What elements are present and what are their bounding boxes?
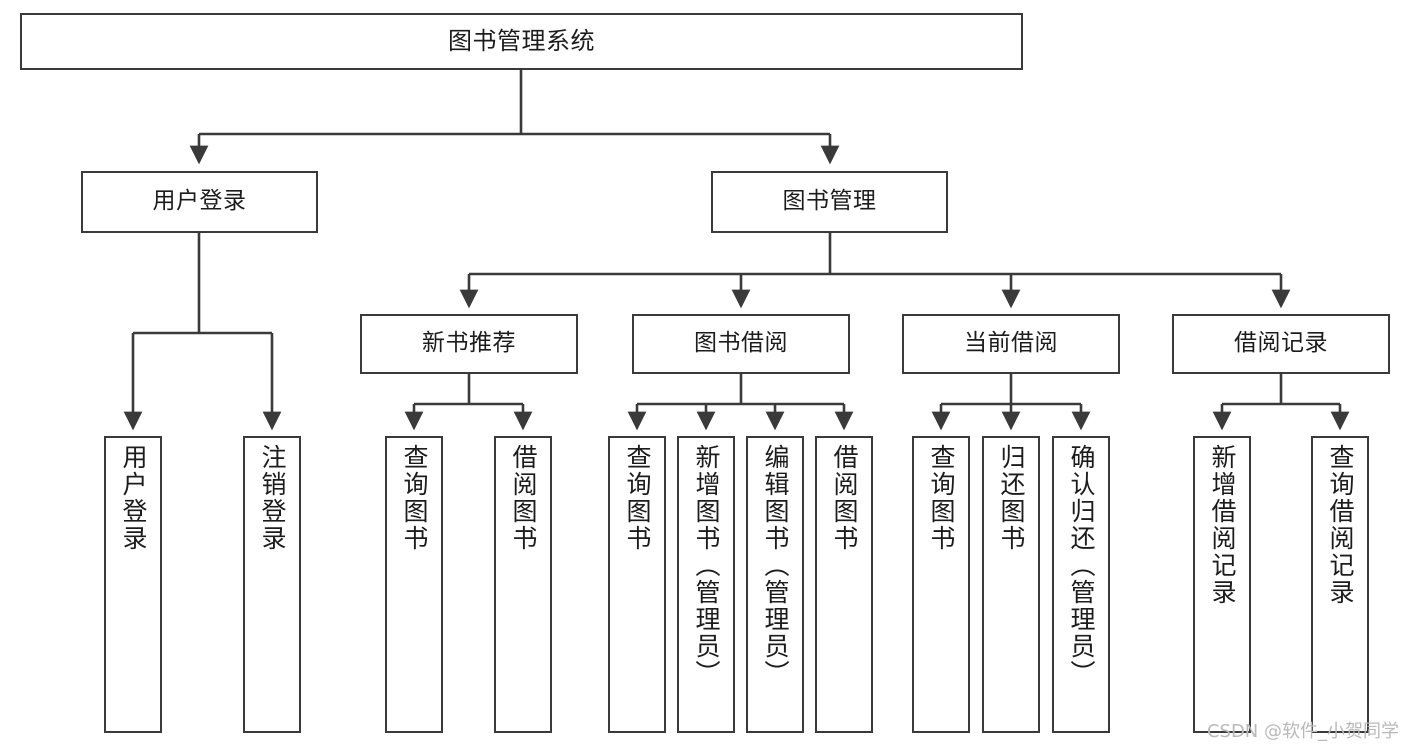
node-label: 图书管理系统 — [448, 27, 595, 56]
node-label: 编辑图书（管理员） — [761, 444, 790, 687]
node-leaf-query-book-new[interactable]: 查询图书 — [385, 436, 443, 733]
node-new-book-recommend[interactable]: 新书推荐 — [360, 314, 578, 374]
node-label: 图书借阅 — [694, 330, 788, 357]
node-leaf-user-login[interactable]: 用户登录 — [104, 436, 162, 733]
node-borrow-records[interactable]: 借阅记录 — [1172, 314, 1390, 374]
node-label: 查询图书 — [400, 444, 429, 552]
node-leaf-logout[interactable]: 注销登录 — [243, 436, 301, 733]
node-leaf-return-book[interactable]: 归还图书 — [982, 436, 1040, 733]
node-label: 新增图书（管理员） — [692, 444, 721, 687]
node-label: 用户登录 — [119, 444, 148, 552]
node-label: 借阅图书 — [830, 444, 859, 552]
node-leaf-query-borrow-record[interactable]: 查询借阅记录 — [1311, 436, 1369, 733]
node-label: 查询借阅记录 — [1326, 444, 1355, 606]
node-leaf-edit-book-admin[interactable]: 编辑图书（管理员） — [746, 436, 804, 733]
node-leaf-borrow-book[interactable]: 借阅图书 — [815, 436, 873, 733]
node-label: 确认归还（管理员） — [1067, 444, 1096, 687]
node-book-borrow[interactable]: 图书借阅 — [632, 314, 850, 374]
node-label: 新增借阅记录 — [1208, 444, 1237, 606]
node-root-book-management-system[interactable]: 图书管理系统 — [20, 13, 1023, 70]
node-label: 当前借阅 — [964, 330, 1058, 357]
node-book-management[interactable]: 图书管理 — [711, 171, 948, 233]
node-label: 归还图书 — [997, 444, 1026, 552]
node-label: 用户登录 — [152, 188, 247, 215]
node-leaf-add-borrow-record[interactable]: 新增借阅记录 — [1193, 436, 1251, 733]
node-current-borrow[interactable]: 当前借阅 — [902, 314, 1120, 374]
watermark: CSDN @软件_小贺同学 — [1206, 721, 1399, 742]
node-label: 图书管理 — [782, 188, 877, 215]
node-label: 借阅图书 — [509, 444, 538, 552]
node-leaf-query-book[interactable]: 查询图书 — [608, 436, 666, 733]
node-leaf-confirm-return-admin[interactable]: 确认归还（管理员） — [1052, 436, 1110, 733]
node-leaf-query-book-current[interactable]: 查询图书 — [912, 436, 970, 733]
node-label: 注销登录 — [258, 444, 287, 552]
node-label: 查询图书 — [927, 444, 956, 552]
node-label: 新书推荐 — [422, 330, 516, 357]
node-leaf-add-book-admin[interactable]: 新增图书（管理员） — [677, 436, 735, 733]
node-leaf-borrow-book-new[interactable]: 借阅图书 — [494, 436, 552, 733]
node-user-login[interactable]: 用户登录 — [81, 171, 318, 233]
node-label: 借阅记录 — [1234, 330, 1328, 357]
node-label: 查询图书 — [623, 444, 652, 552]
